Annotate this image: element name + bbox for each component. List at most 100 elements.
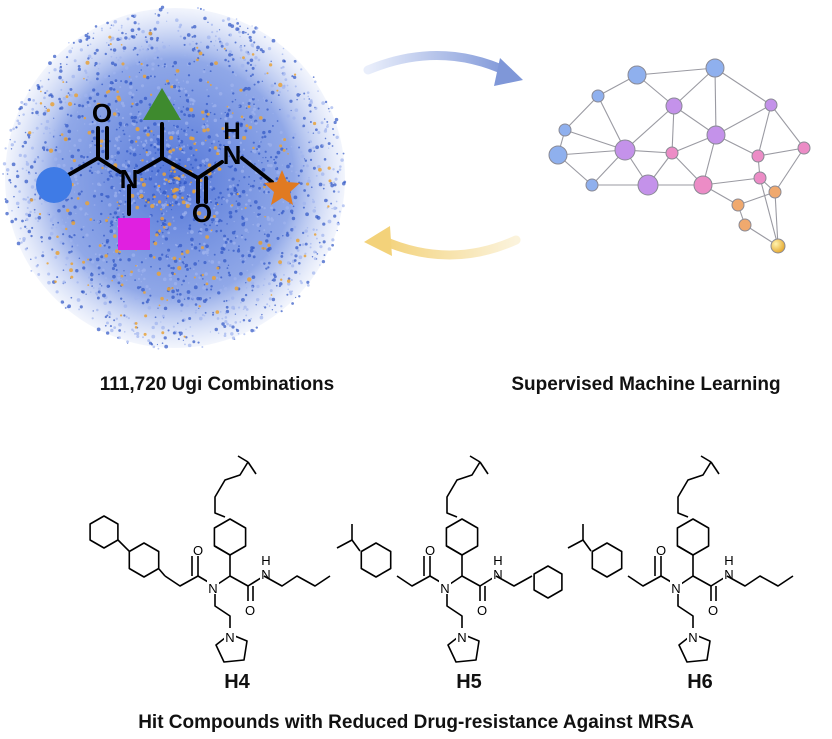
- cloud-speck: [216, 201, 218, 204]
- cloud-speck: [2, 173, 4, 175]
- cloud-speck: [186, 33, 191, 37]
- cloud-speck: [37, 273, 41, 276]
- cloud-speck: [139, 189, 143, 194]
- cloud-speck: [319, 245, 323, 249]
- cloud-speck: [90, 273, 94, 277]
- cloud-speck: [256, 49, 258, 52]
- cloud-speck: [188, 194, 191, 197]
- cloud-speck: [244, 217, 249, 221]
- cloud-speck: [242, 308, 245, 310]
- cloud-speck: [123, 304, 128, 308]
- cloud-speck: [103, 301, 107, 306]
- cloud-speck-orange: [104, 254, 108, 258]
- cloud-speck: [69, 239, 73, 243]
- cloud-speck: [224, 240, 228, 244]
- cloud-speck-orange: [181, 200, 186, 205]
- cloud-speck: [320, 121, 324, 125]
- cloud-speck: [262, 97, 265, 99]
- cloud-speck: [243, 262, 246, 264]
- ring: [128, 542, 160, 578]
- cloud-speck-orange: [105, 91, 109, 94]
- cloud-speck: [64, 123, 66, 125]
- cloud-speck: [213, 58, 217, 62]
- cloud-speck: [280, 147, 284, 151]
- cloud-speck: [296, 93, 301, 97]
- cloud-speck: [5, 168, 10, 172]
- cloud-speck: [95, 291, 98, 295]
- cloud-speck: [113, 63, 118, 67]
- cloud-speck-orange: [207, 163, 212, 167]
- cloud-speck: [65, 56, 69, 59]
- cloud-speck: [99, 291, 102, 293]
- cloud-speck: [160, 57, 163, 61]
- cloud-speck: [269, 163, 273, 168]
- cloud-speck: [65, 221, 67, 224]
- cloud-speck: [206, 214, 209, 217]
- cloud-speck: [216, 49, 218, 51]
- cloud-speck: [171, 65, 175, 68]
- cloud-speck: [171, 130, 175, 135]
- cloud-speck-orange: [87, 284, 90, 287]
- cloud-speck: [84, 214, 87, 216]
- cloud-speck-orange: [108, 35, 112, 39]
- cloud-speck: [102, 242, 106, 245]
- cloud-speck: [175, 288, 180, 292]
- cloud-speck: [225, 199, 229, 203]
- cloud-speck-orange: [114, 249, 119, 253]
- cloud-speck: [59, 62, 62, 65]
- cloud-speck: [181, 212, 186, 217]
- cloud-speck: [211, 188, 214, 191]
- cloud-speck: [82, 225, 85, 228]
- cloud-speck: [263, 135, 267, 138]
- cloud-speck: [257, 144, 261, 148]
- cloud-speck: [35, 172, 37, 175]
- cloud-speck-orange: [55, 250, 60, 256]
- cloud-speck: [85, 71, 88, 74]
- cloud-speck: [68, 140, 71, 142]
- cloud-speck: [292, 136, 295, 139]
- ring: [213, 518, 247, 556]
- cloud-speck-orange: [168, 149, 172, 154]
- cloud-speck: [292, 205, 295, 208]
- cloud-speck: [239, 48, 243, 52]
- cloud-speck: [241, 215, 244, 218]
- cloud-speck: [216, 224, 218, 227]
- cloud-speck: [329, 182, 331, 185]
- cloud-speck: [124, 36, 128, 40]
- cloud-speck: [294, 85, 297, 88]
- cloud-speck: [110, 223, 114, 227]
- cloud-speck: [175, 157, 178, 161]
- cloud-speck: [184, 121, 189, 125]
- bond: [247, 461, 257, 475]
- cloud-speck: [254, 121, 258, 125]
- cloud-speck: [234, 99, 237, 101]
- cloud-speck: [270, 217, 273, 220]
- cloud-speck: [249, 58, 254, 63]
- cloud-speck: [27, 171, 30, 174]
- cloud-speck-orange: [258, 240, 263, 245]
- cloud-speck: [169, 169, 171, 171]
- cloud-speck: [321, 233, 325, 237]
- cloud-speck: [181, 150, 184, 153]
- cloud-speck: [96, 170, 100, 174]
- cloud-speck: [123, 314, 126, 317]
- cloud-speck: [46, 148, 49, 152]
- cloud-speck: [103, 234, 106, 237]
- cloud-speck: [189, 103, 192, 105]
- cloud-speck: [217, 272, 219, 274]
- cloud-speck: [56, 276, 59, 279]
- cloud-speck: [112, 251, 115, 253]
- cloud-speck: [304, 242, 308, 246]
- cloud-speck: [295, 170, 298, 174]
- cloud-speck: [118, 127, 121, 129]
- cloud-speck: [8, 178, 12, 182]
- cloud-speck: [234, 321, 238, 324]
- cloud-speck: [227, 60, 230, 63]
- cloud-speck: [262, 130, 266, 135]
- cloud-speck-orange: [173, 176, 176, 179]
- cloud-speck: [177, 299, 181, 303]
- cloud-speck: [232, 307, 236, 310]
- cloud-speck: [338, 168, 342, 171]
- cloud-speck: [125, 279, 128, 282]
- cloud-speck: [309, 110, 312, 113]
